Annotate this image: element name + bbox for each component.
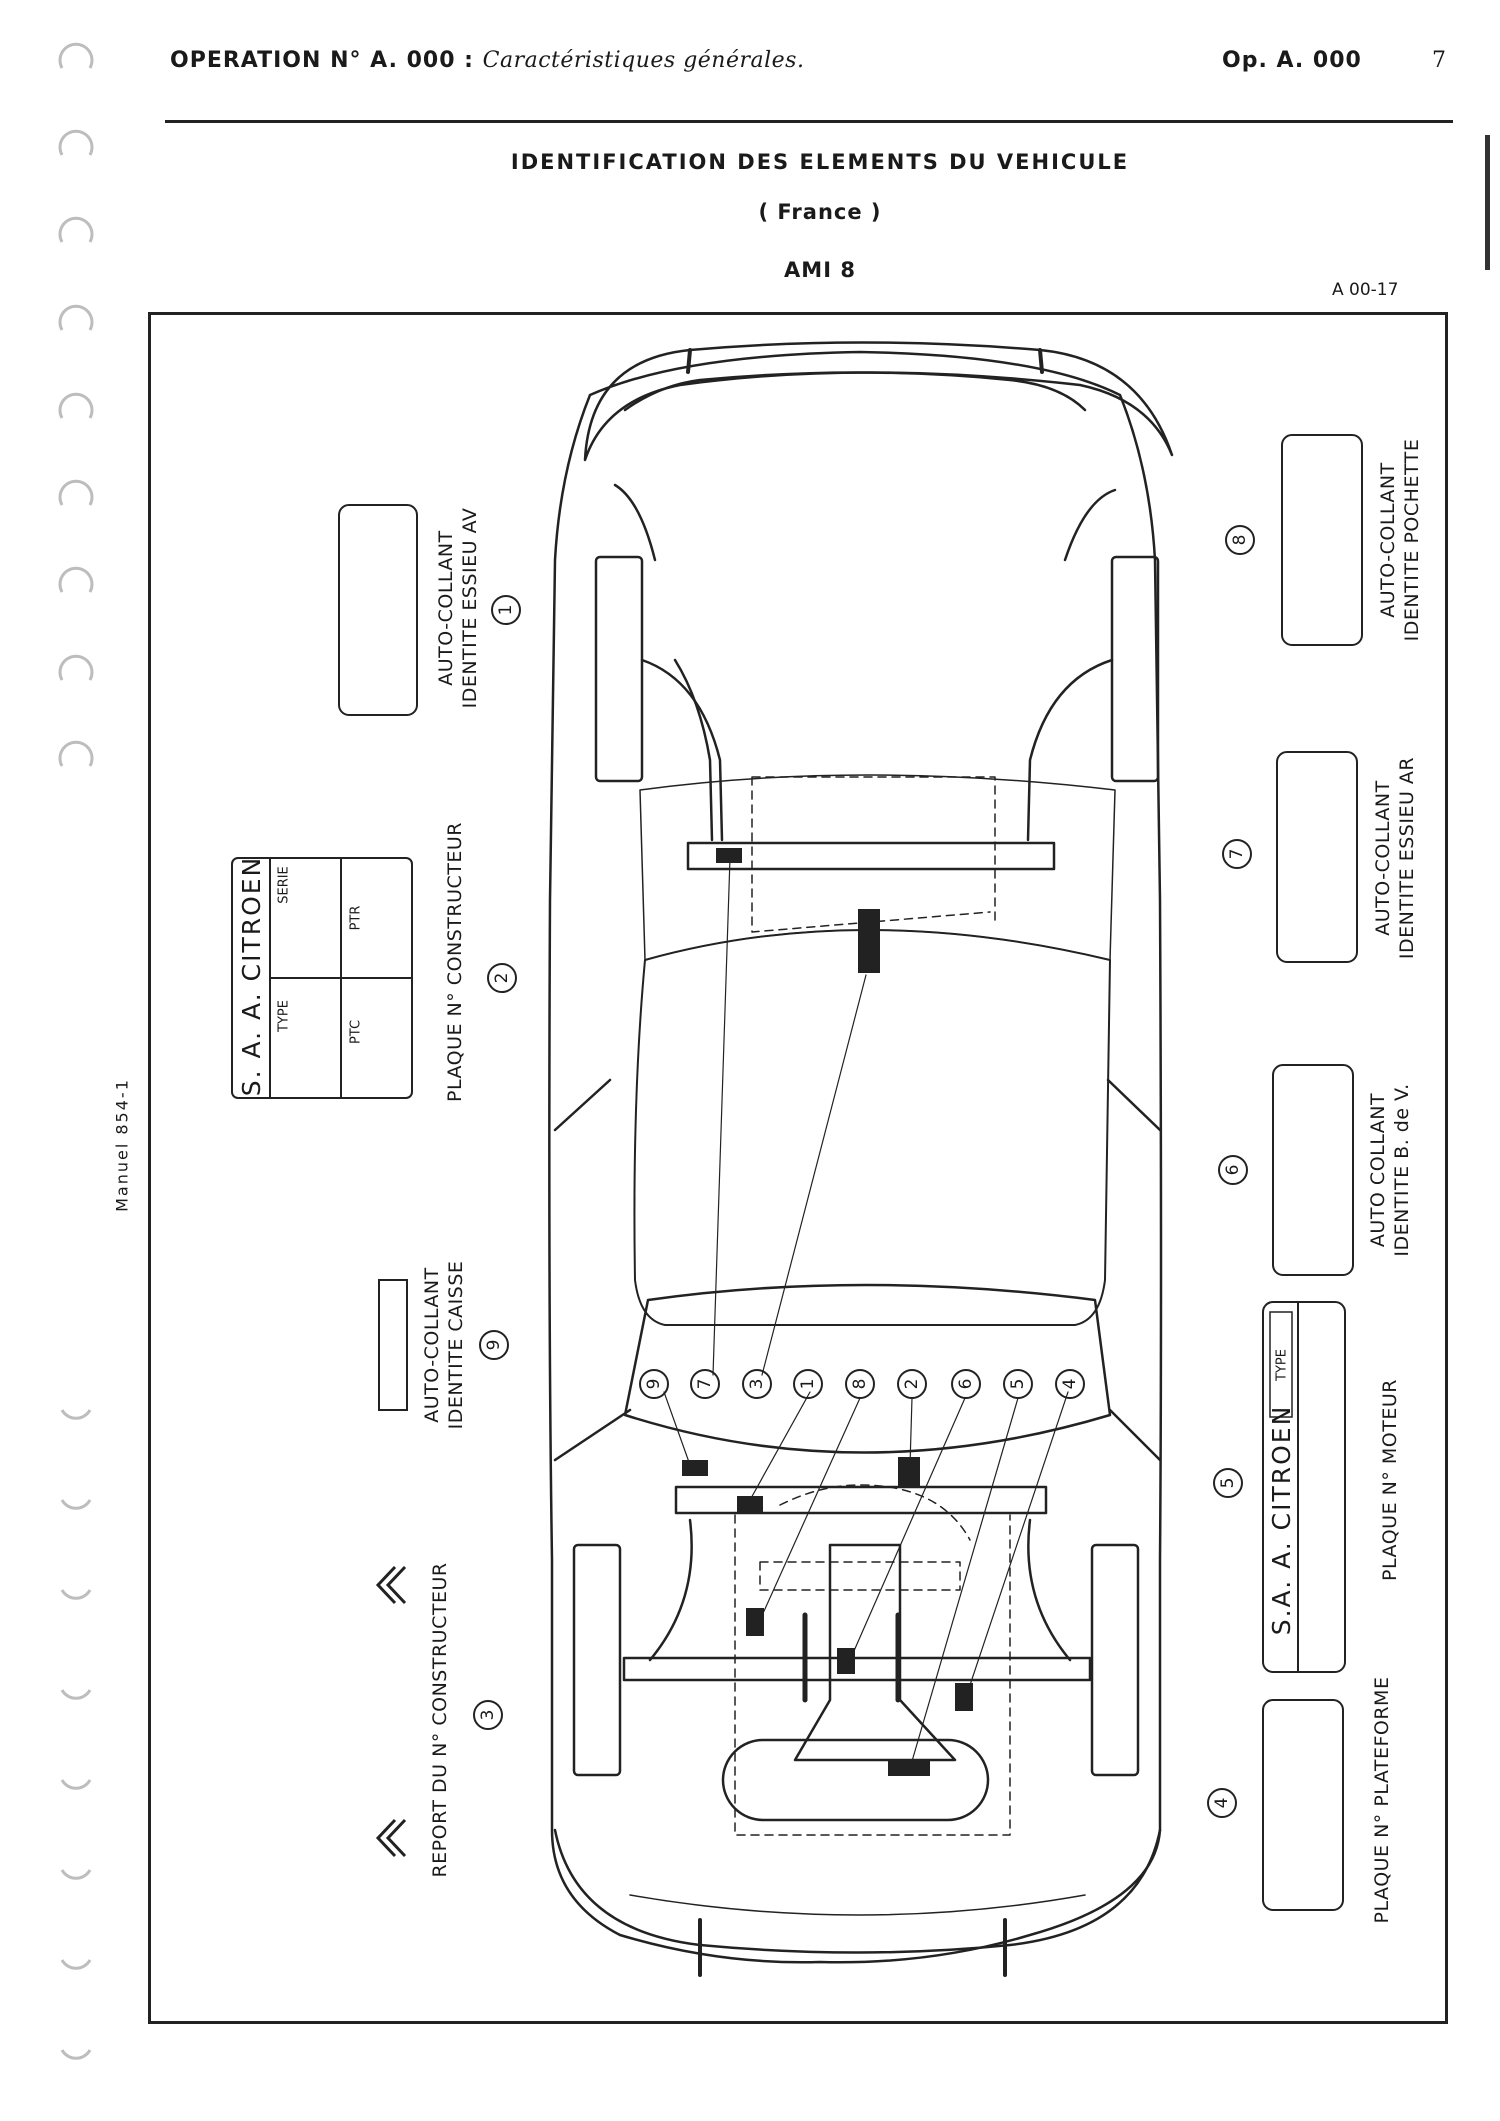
sticker-boxes	[338, 434, 1363, 1911]
label-8: AUTO-COLLANT IDENTITE POCHETTE	[1377, 438, 1423, 642]
car-body-outline	[548, 350, 1163, 1964]
margin-mark	[1485, 135, 1490, 270]
callout-1: 1	[793, 1369, 823, 1399]
callout-9: 9	[639, 1369, 669, 1399]
binder-holes	[58, 42, 94, 2060]
roof-outline	[633, 929, 1111, 1326]
label-9-number: 9	[479, 1330, 509, 1360]
page-title: IDENTIFICATION DES ELEMENTS DU VEHICULE	[510, 150, 1130, 174]
label-5: PLAQUE N° MOTEUR	[1379, 1379, 1401, 1581]
label-4: PLAQUE N° PLATEFORME	[1371, 1676, 1393, 1924]
engine-block	[793, 1543, 957, 1762]
label-6: AUTO COLLANT IDENTITE B. de V.	[1367, 1083, 1413, 1257]
label-9: AUTO-COLLANT IDENTITE CAISSE	[421, 1260, 467, 1430]
callout-5: 5	[1003, 1369, 1033, 1399]
label-2-number: 2	[487, 963, 517, 993]
engine-plate-type: TYPE	[1274, 1349, 1290, 1381]
label-8-number: 8	[1225, 525, 1255, 555]
label-3: REPORT DU N° CONSTRUCTEUR	[429, 1562, 451, 1878]
builder-plate-serie: SERIE	[276, 866, 292, 904]
front-right-wheel	[1110, 555, 1160, 783]
label-5-number: 5	[1213, 1468, 1243, 1498]
spare-wheel	[721, 1738, 990, 1822]
front-axle	[686, 841, 1056, 871]
figure-reference: A 00-17	[1332, 280, 1399, 300]
label-1-number: 1	[491, 595, 521, 625]
operation-number: OPERATION N° A. 000 :	[170, 48, 474, 73]
builder-plate-ptr: PTR	[348, 905, 364, 931]
header-operation: OPERATION N° A. 000 : Caractéristiques g…	[170, 48, 804, 73]
callout-8: 8	[845, 1369, 875, 1399]
rear-right-wheel	[1090, 1543, 1140, 1777]
operation-subject: Caractéristiques générales.	[482, 48, 805, 73]
label-7: AUTO-COLLANT IDENTITE ESSIEU AR	[1372, 756, 1418, 960]
callout-7: 7	[690, 1369, 720, 1399]
builder-plate-ptc: PTC	[348, 1019, 364, 1045]
rear-bumper	[553, 1828, 1162, 1954]
rear-left-wheel	[572, 1543, 622, 1777]
label-6-number: 6	[1218, 1155, 1248, 1185]
callout-6: 6	[951, 1369, 981, 1399]
callout-2: 2	[897, 1369, 927, 1399]
marker-blocks	[682, 848, 973, 1776]
rear-axle	[674, 1485, 1048, 1515]
country-subtitle: ( France )	[758, 200, 882, 224]
callout-4: 4	[1055, 1369, 1085, 1399]
page-number: 7	[1432, 48, 1447, 73]
builder-plate-type: TYPE	[276, 1000, 292, 1032]
leader-lines	[663, 857, 1069, 1769]
label-2: PLAQUE N° CONSTRUCTEUR	[444, 822, 466, 1102]
model-subtitle: AMI 8	[784, 258, 856, 282]
engine-plate-brand: S.A. A. CITROEN	[1267, 1404, 1296, 1636]
label-7-number: 7	[1222, 839, 1252, 869]
header-rule	[165, 120, 1453, 123]
front-bumper	[583, 341, 1174, 462]
operation-reference: Op. A. 000	[1222, 48, 1362, 73]
arrow-chevrons	[375, 1565, 407, 1858]
label-4-number: 4	[1207, 1788, 1237, 1818]
engine-plate	[1262, 1301, 1346, 1673]
bonnet-line	[623, 371, 1087, 412]
callout-3: 3	[742, 1369, 772, 1399]
builder-plate	[231, 857, 413, 1099]
front-left-wheel	[594, 555, 644, 783]
builder-plate-brand: S. A. A. CITROEN	[237, 855, 266, 1097]
label-1: AUTO-COLLANT IDENTITE ESSIEU AV	[435, 507, 481, 709]
figure-frame	[148, 312, 1448, 2024]
rear-subframe	[622, 1656, 1092, 1682]
rear-window	[623, 1283, 1112, 1454]
label-3-number: 3	[473, 1700, 503, 1730]
